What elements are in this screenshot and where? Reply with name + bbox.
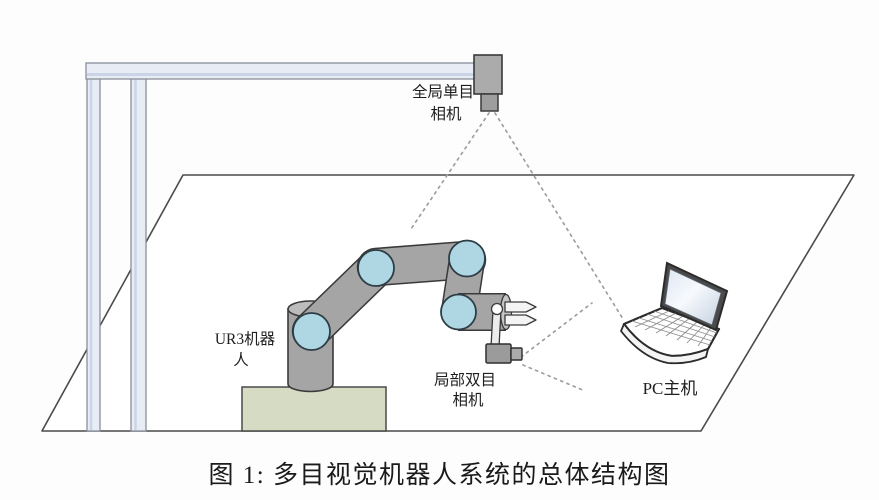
local-camera-fov-lower-line [522, 364, 586, 392]
gantry-post-left [86, 75, 101, 432]
gripper-icon [504, 301, 537, 326]
wrist-joint-2 [440, 293, 477, 331]
global-camera-icon [473, 54, 503, 112]
laptop-front-edge [620, 323, 709, 365]
robot-label-line2: 人 [233, 351, 249, 369]
global-camera-lens [480, 93, 499, 112]
global-camera-to-pc-line [494, 112, 624, 320]
local-camera-fov-upper-line [520, 302, 593, 358]
gantry-beam [85, 62, 477, 80]
shoulder-joint [292, 312, 331, 351]
elbow-joint [357, 249, 395, 287]
gantry-post-right [130, 75, 147, 432]
robot-label-line1: UR3机器 [215, 330, 276, 348]
pc-label: PC主机 [643, 379, 698, 398]
laptop-screen [664, 268, 722, 326]
laptop-keyboard-keys [631, 310, 718, 347]
global-camera-body [473, 54, 503, 95]
gantry-frame [85, 62, 477, 432]
global-camera-label-line2: 相机 [430, 105, 462, 123]
local-camera-icon [485, 343, 523, 364]
wrist-joint-1 [448, 239, 486, 278]
robot-base-platform [241, 386, 387, 432]
diagram-labels: 全局单目 相机 UR3机器 人 局部双目 相机 PC主机 [215, 83, 698, 409]
dotted-links [410, 112, 624, 392]
laptop-icon [620, 261, 729, 365]
global-camera-label-line1: 全局单目 [412, 83, 474, 101]
global-camera-fov-left-line [410, 112, 490, 230]
robot-arm-icon [287, 239, 537, 393]
robot-joints [292, 239, 486, 351]
local-camera-label-line2: 相机 [452, 391, 484, 409]
local-camera-label-line1: 局部双目 [434, 371, 496, 389]
figure-caption: 图 1: 多目视觉机器人系统的总体结构图 [208, 462, 671, 489]
